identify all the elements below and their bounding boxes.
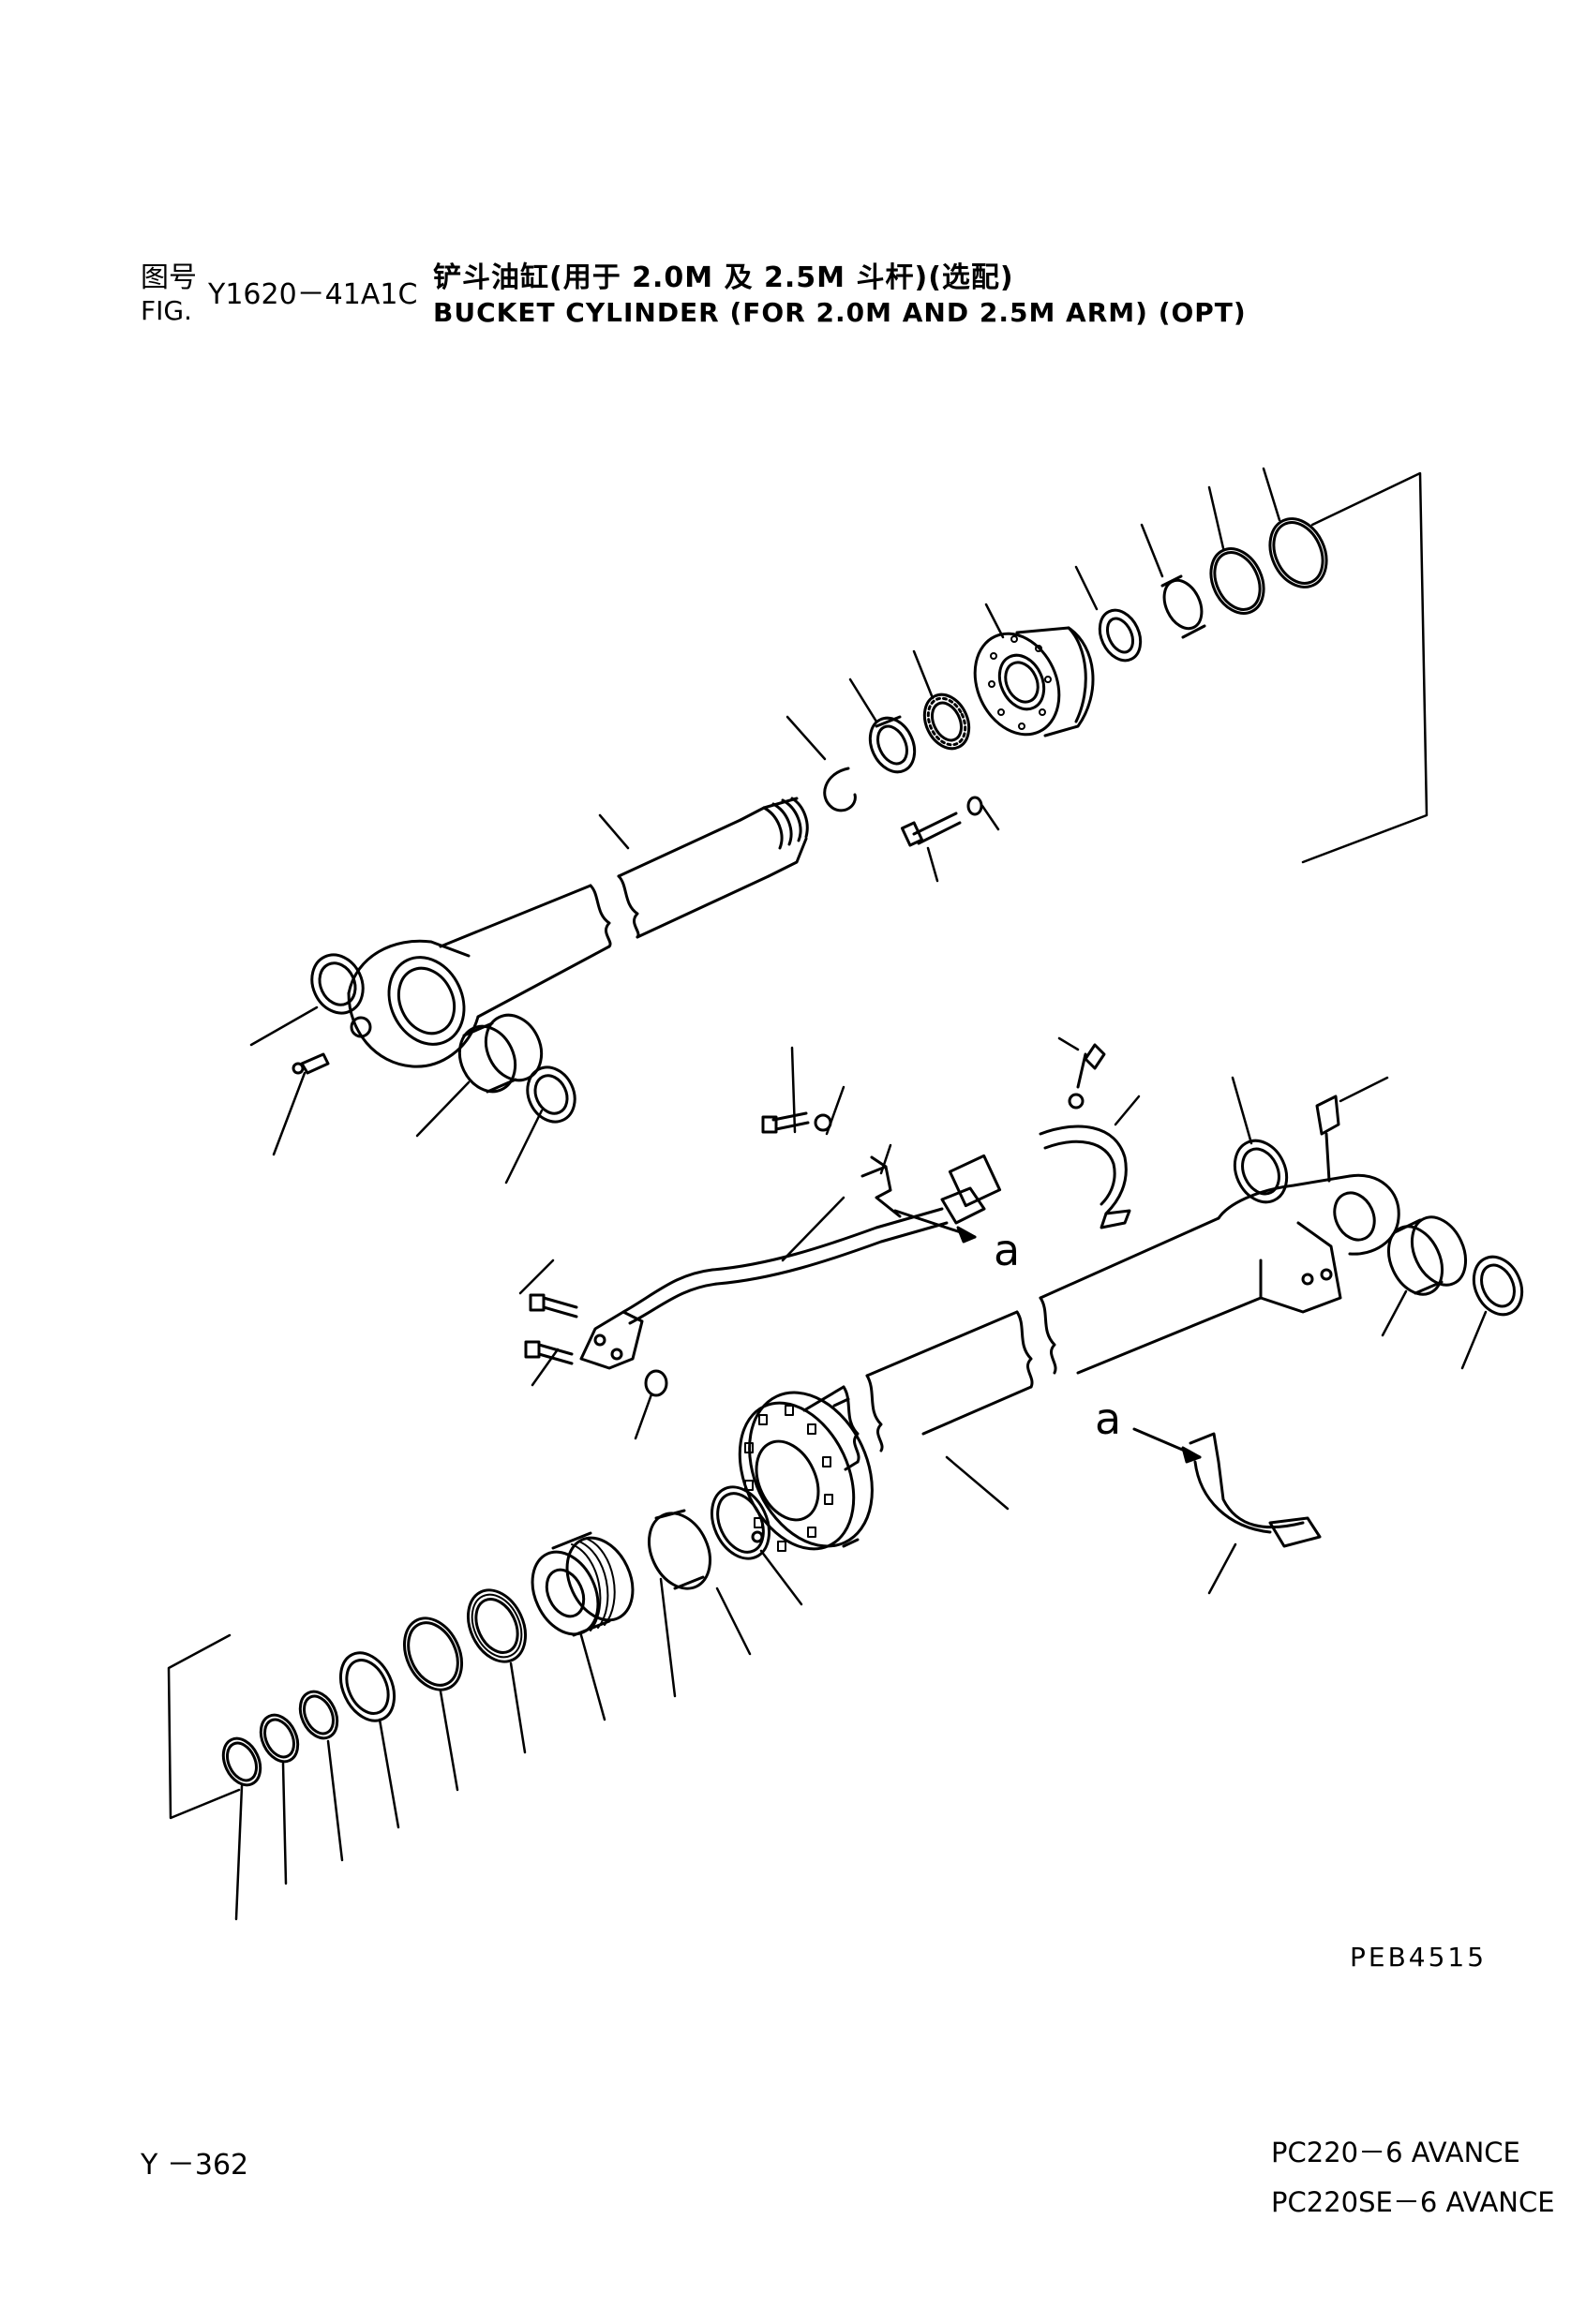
rod-eye-bushing	[310, 953, 365, 1015]
leader-lines-upper	[249, 467, 1281, 1184]
cylinder-bottom-mount	[1217, 1095, 1400, 1314]
clamp-bolt-1	[761, 1111, 832, 1134]
o-ring-piston-2	[259, 1713, 300, 1764]
cylinder-flange	[738, 1391, 874, 1552]
model-label-2: PC220SE－6 AVANCE	[1271, 2186, 1555, 2218]
pipe-clamp	[860, 1155, 902, 1218]
flange-plug	[751, 1530, 764, 1543]
fig-label-cn: 图号	[141, 261, 197, 294]
fig-number: Y1620－41A1C	[208, 278, 418, 311]
dust-seal	[1098, 608, 1143, 663]
piston-rod-assembly	[292, 471, 1429, 1124]
tube-clamp-lower	[1189, 1432, 1322, 1548]
title-chinese: 铲斗油缸(用于 2.0M 及 2.5M 斗杆)(选配)	[433, 261, 1014, 294]
piston-rod	[439, 797, 809, 1019]
rod-eye-seal	[526, 1065, 576, 1124]
rod-eye-pin-bushing	[457, 1013, 544, 1094]
bottom-pin-bushing	[1386, 1215, 1468, 1296]
head-bolt	[900, 812, 962, 847]
leader-lines-lower	[234, 1036, 1488, 1921]
tube-clamp-upper	[1039, 1125, 1131, 1229]
pipe-connector	[940, 1154, 1002, 1225]
piston-seal	[467, 1588, 527, 1663]
o-ring-piston-1	[298, 1690, 339, 1740]
snap-ring	[823, 767, 857, 812]
group-bracket-upper	[1301, 471, 1429, 864]
page-number: Y －362	[141, 2149, 249, 2182]
buffer-ring	[868, 715, 917, 774]
wear-ring-1	[403, 1616, 463, 1691]
piston-ring-1	[711, 1485, 771, 1560]
model-label-1: PC220－6 AVANCE	[1271, 2137, 1520, 2168]
fig-label-en: FIG.	[141, 295, 192, 326]
rod-end-eye	[347, 939, 480, 1068]
callout-a-lower: a	[1095, 1393, 1121, 1444]
bottom-pin-seal	[1472, 1255, 1524, 1317]
piston	[531, 1531, 635, 1637]
rod-bushing	[922, 693, 971, 751]
piston-seal-kit	[167, 1485, 771, 1820]
o-ring-head-1	[1209, 547, 1265, 615]
piston-ring-2	[648, 1509, 711, 1590]
cylinder-head	[973, 626, 1095, 737]
hydraulic-pipe	[579, 1207, 949, 1370]
cylinder-tube	[802, 1216, 1263, 1471]
callout-a-upper: a	[994, 1225, 1020, 1275]
cylinder-tube-assembly: a a	[524, 1043, 1524, 1552]
flange-bolt-2	[524, 1340, 574, 1365]
group-bracket-lower	[167, 1633, 241, 1820]
head-washer	[966, 796, 983, 816]
drawing-code: PEB4515	[1350, 1942, 1488, 1973]
pipe-o-ring	[644, 1369, 668, 1397]
o-ring-head-2	[1268, 517, 1328, 588]
wear-ring-2	[338, 1651, 396, 1722]
flange-bolt-1	[529, 1293, 578, 1318]
o-ring-piston-3	[221, 1736, 262, 1787]
bottom-eye-ring	[1233, 1139, 1289, 1204]
rod-seal	[1160, 574, 1206, 639]
grease-fitting-rod	[292, 1052, 330, 1075]
title-english: BUCKET CYLINDER (FOR 2.0M AND 2.5M ARM) …	[433, 297, 1247, 328]
clamp-bolt-2	[1068, 1043, 1106, 1110]
